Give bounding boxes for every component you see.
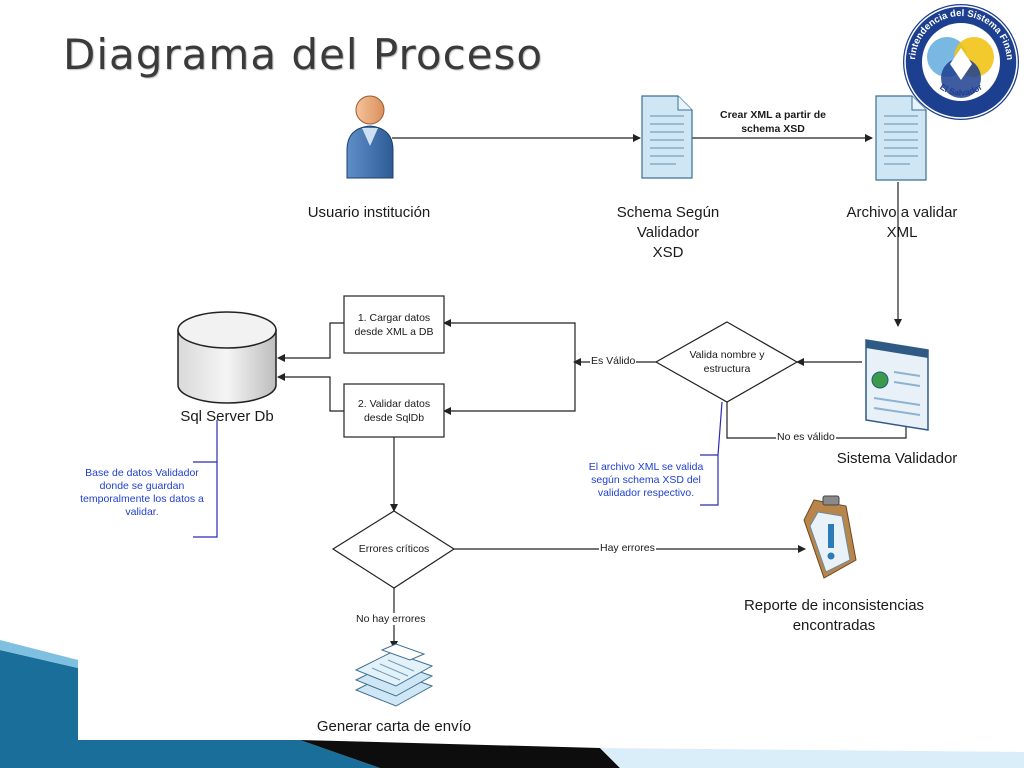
edge-label-hay-errores: Hay errores [599, 542, 656, 554]
validar-box [343, 383, 445, 438]
cargar-box [343, 295, 445, 354]
connectors [277, 134, 910, 649]
seal-logo [903, 4, 1019, 120]
user-icon [346, 95, 394, 179]
decision-errores-diamond [331, 510, 456, 589]
database-icon [177, 311, 277, 404]
schema-document-icon [641, 95, 693, 179]
edge-validar-db [277, 373, 344, 412]
xml-note-bracket [700, 455, 719, 506]
xml-note-pointer [717, 401, 723, 456]
db-label: Sql Server Db [180, 408, 274, 425]
edge-to-validar [443, 362, 576, 415]
validator-window-icon [865, 339, 929, 431]
page-title: Diagrama del Proceso [63, 30, 544, 79]
carta-label: Generar carta de envío [316, 718, 472, 735]
decision-errores-label: Errores críticos [358, 543, 430, 555]
edge-to-cargar [443, 319, 576, 362]
decision-valida-diamond [654, 321, 799, 403]
edge-label-es-valido: Es Válido [590, 355, 637, 367]
db-note: Base de datos Validador donde se guardan… [80, 467, 204, 518]
user-label: Usuario institución [307, 204, 431, 221]
sistema-label: Sistema Validador [836, 450, 958, 467]
db-note-bracket [193, 461, 218, 538]
stacked-documents-icon [354, 643, 434, 707]
corner-decoration [0, 640, 1024, 768]
xml-note: El archivo XML se valida según schema XS… [588, 461, 704, 499]
edge-label-no-hay-errores: No hay errores [355, 613, 427, 625]
note-brackets [193, 401, 723, 538]
clipboard-report-icon [803, 495, 857, 579]
edge-label-no-es-valido: No es válido [776, 431, 836, 443]
edge-cargar-db [277, 322, 344, 362]
archivo-document-icon [875, 95, 927, 181]
